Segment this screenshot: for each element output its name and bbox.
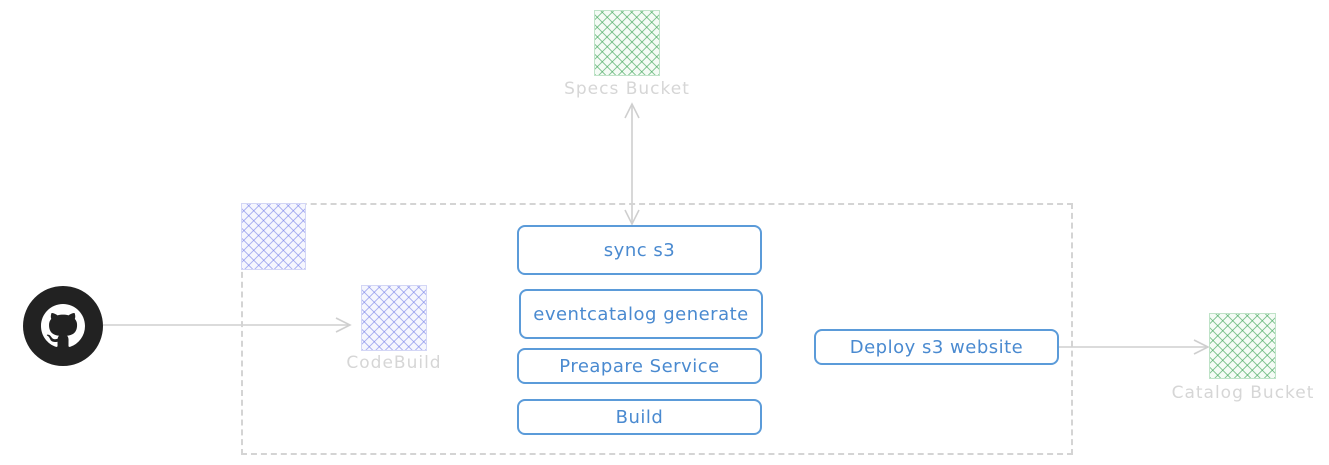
s3-bucket-icon bbox=[1209, 313, 1276, 379]
codepipeline-icon bbox=[241, 203, 306, 270]
codebuild-icon bbox=[361, 285, 427, 351]
catalog-bucket-label: Catalog Bucket bbox=[1171, 383, 1315, 403]
prepare-service-step: Preapare Service bbox=[517, 348, 762, 384]
codebuild-label: CodeBuild bbox=[346, 353, 442, 373]
github-icon bbox=[23, 286, 103, 366]
build-step: Build bbox=[517, 399, 762, 435]
s3-bucket-icon bbox=[594, 10, 660, 76]
pipeline-frame bbox=[241, 203, 1073, 455]
sync-s3-step: sync s3 bbox=[517, 225, 762, 275]
specs-bucket-label: Specs Bucket bbox=[564, 79, 690, 99]
eventcatalog-generate-step: eventcatalog generate bbox=[519, 289, 763, 339]
deploy-s3-website-step: Deploy s3 website bbox=[814, 329, 1059, 365]
